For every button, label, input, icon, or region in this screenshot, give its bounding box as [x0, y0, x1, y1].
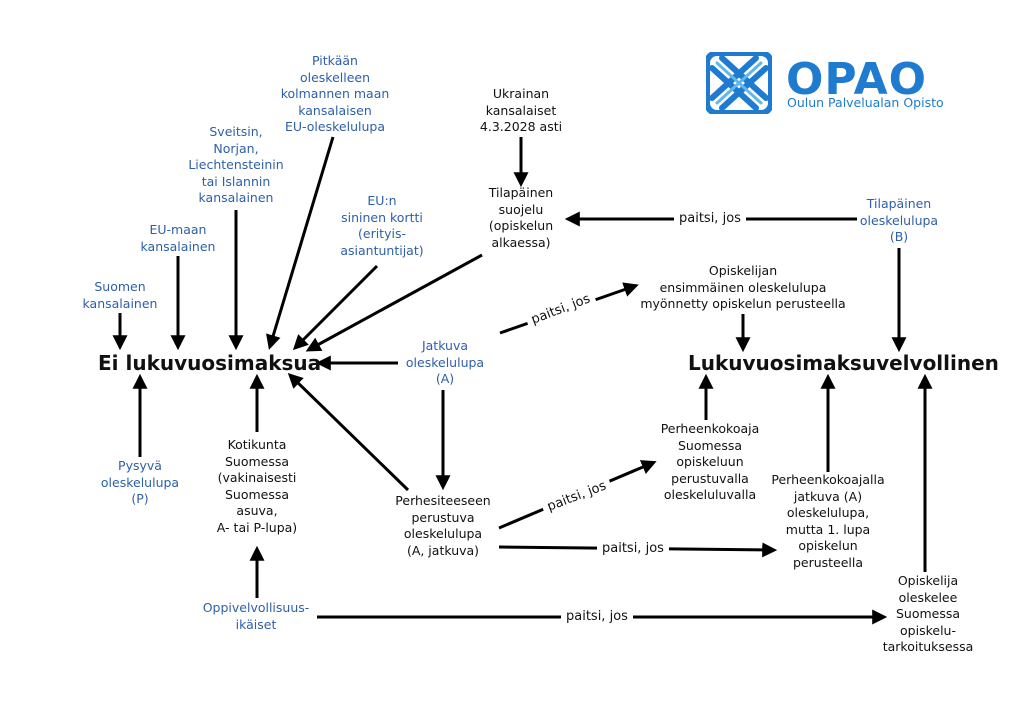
node-text-line: kansalainen — [140, 238, 216, 254]
node-text-line: asuva, — [236, 503, 278, 518]
node-text-line: opiskelun — [798, 538, 858, 553]
node-text-line: ikäiset — [235, 616, 277, 632]
node-text-line: Jatkuva — [421, 338, 469, 353]
node-text-line: Tilapäinen — [488, 185, 554, 200]
node-text-line: kansalaiset — [485, 102, 557, 118]
node-text-line: perustuva — [411, 509, 475, 525]
node-text-line: oleskelee — [898, 589, 958, 605]
node-text-line: Liechtensteinin — [188, 157, 284, 172]
node-text-line: Sveitsin, — [209, 124, 263, 139]
node-text-line: Suomessa — [677, 437, 743, 453]
opao-knot-logo-icon — [706, 52, 772, 114]
target-no-fee: Ei lukuvuosimaksua — [98, 351, 322, 375]
node-text-line: Suomessa — [895, 606, 961, 621]
node-text-line: Perheenkokoaja — [660, 421, 760, 436]
node-text-line: EU-oleskelulupa — [285, 119, 385, 134]
node-text-line: Tilapäinen — [866, 196, 932, 211]
node-text-line: Perheenkokoajalla — [771, 472, 885, 487]
node-text-line: (A, jatkuva) — [406, 542, 480, 558]
node-compulsory-school-age: Oppivelvollisuus-ikäiset — [193, 600, 319, 633]
node-text-line: Suomen — [94, 279, 146, 294]
logo-brand: OPAO — [786, 54, 928, 105]
target-fee: Lukuvuosimaksuvelvollinen — [688, 351, 999, 375]
node-text-line: (P) — [131, 491, 149, 506]
node-text-line: opiskeluun — [676, 454, 744, 469]
node-text-line: Perhesiteeseen — [395, 493, 491, 508]
node-text-line: EU:n — [367, 193, 397, 208]
node-text-line: ensimmäinen oleskelulupa — [659, 279, 827, 295]
node-text-line: oleskelulupa — [100, 474, 180, 490]
node-text-line: mutta 1. lupa — [785, 521, 871, 537]
node-text-line: Oppivelvollisuus- — [202, 600, 310, 615]
node-text-line: kansalaisen — [298, 102, 372, 118]
node-text-line: suojelu — [498, 201, 544, 217]
node-text-line: Pitkään — [312, 53, 358, 68]
arrow-tempprotection-to-nofee — [305, 253, 483, 352]
node-text-line: Suomessa — [224, 486, 290, 502]
edge-label-family-continuous: paitsi, jos — [597, 541, 669, 557]
arrow-family-to-nofee — [287, 372, 410, 492]
node-text-line: Ukrainan — [492, 86, 550, 101]
node-text-line: tai Islannin — [201, 173, 271, 189]
node-text-line: myönnetty opiskelun perusteella — [640, 296, 846, 311]
node-text-line: jatkuva (A) — [793, 488, 863, 504]
node-text-line: 4.3.2028 asti — [479, 119, 563, 134]
node-text-line: oleskeluluvalla — [663, 487, 757, 502]
arrow-bluecard-to-nofee — [292, 264, 379, 351]
node-text-line: kolmannen maan — [280, 86, 390, 101]
node-text-line: oleskelulupa, — [786, 505, 870, 520]
node-text-line: Norjan, — [213, 140, 259, 156]
node-text-line: Opiskelija — [897, 573, 959, 588]
node-text-line: (B) — [889, 229, 909, 244]
node-text-line: kansalainen — [82, 295, 158, 311]
node-text-line: perusteella — [792, 554, 864, 570]
node-text-line: A- tai P-lupa) — [216, 519, 298, 535]
edge-label-compulsory: paitsi, jos — [561, 609, 633, 625]
node-text-line: opiskelu- — [900, 622, 956, 638]
node-text-line: oleskelulupa — [405, 354, 485, 370]
node-text-line: (vakinaisesti — [217, 470, 297, 485]
edge-label-ukraine: paitsi, jos — [674, 211, 746, 227]
node-text-line: Pysyvä — [118, 458, 162, 473]
node-text-line: Suomessa — [224, 453, 290, 469]
node-text-line: (opiskelun — [488, 218, 554, 233]
logo-subtitle: Oulun Palvelualan Opisto — [787, 95, 944, 110]
node-text-line: oleskelulupa — [859, 212, 939, 228]
node-text-line: alkaessa) — [491, 234, 551, 250]
node-text-line: asiantuntijat) — [340, 242, 424, 258]
node-text-line: Kotikunta — [227, 437, 287, 452]
node-text-line: (A) — [435, 371, 455, 386]
node-text-line: kansalainen — [198, 190, 274, 205]
node-text-line: sininen kortti — [341, 209, 423, 225]
node-text-line: oleskelleen — [299, 69, 371, 85]
node-text-line: perustuvalla — [671, 470, 749, 486]
arrow-longterm-to-nofee — [266, 136, 335, 350]
node-text-line: Opiskelijan — [708, 263, 778, 278]
node-text-line: EU-maan — [149, 222, 207, 237]
node-text-line: (erityis- — [358, 226, 406, 241]
node-text-line: oleskelulupa — [403, 526, 483, 541]
node-text-line: tarkoituksessa — [882, 639, 974, 654]
